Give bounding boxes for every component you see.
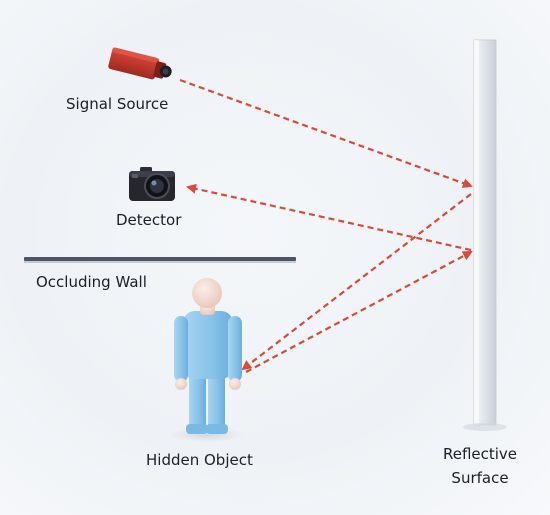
- hidden-object-label: Hidden Object: [146, 451, 253, 469]
- reflective-surface-label-line2: Surface: [451, 469, 509, 487]
- light-rays: [179, 78, 473, 373]
- signal-source-label: Signal Source: [66, 95, 169, 113]
- ray-surface-to-object: [241, 193, 472, 371]
- detector-camera-icon: [129, 167, 175, 201]
- ray-source-to-surface: [179, 78, 473, 188]
- reflective-surface-label-line1: Reflective: [442, 445, 518, 463]
- ray-surface-to-detector: [186, 183, 472, 252]
- detector-label: Detector: [116, 211, 182, 229]
- signal-source-camera-icon: [108, 47, 172, 80]
- reflective-surface: [463, 39, 507, 431]
- hidden-person-figure: [169, 278, 245, 442]
- reflective-surface-label: Reflective Surface: [432, 445, 528, 487]
- occluding-wall: [24, 257, 296, 263]
- ray-object-to-surface: [245, 251, 473, 373]
- occluding-wall-label: Occluding Wall: [36, 273, 147, 291]
